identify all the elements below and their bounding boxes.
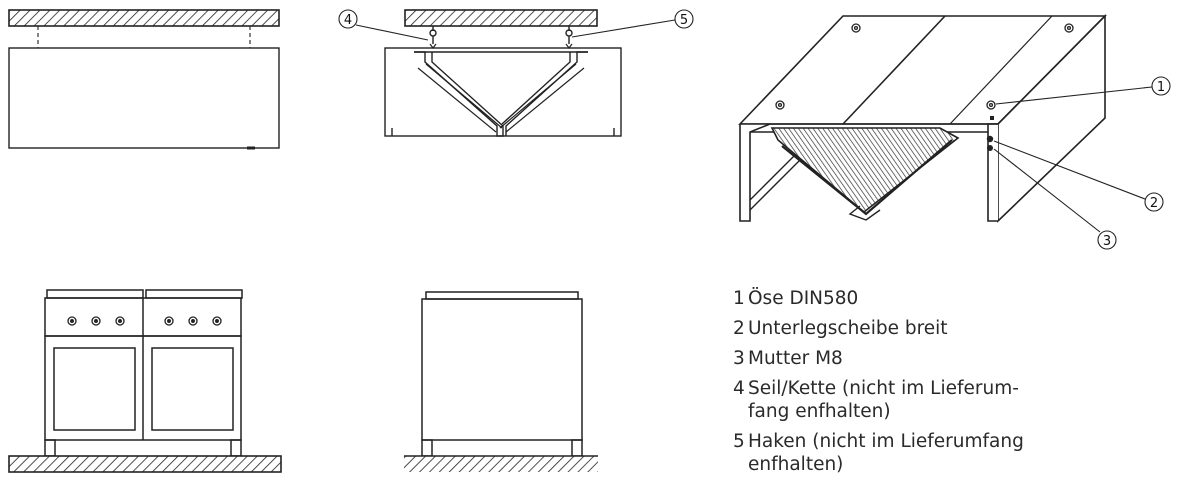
parts-legend: 1 Öse DIN580 2 Unterlegscheibe breit 3 M… xyxy=(733,287,1153,483)
hood-front-view xyxy=(8,9,280,150)
legend-line: enfhalten) xyxy=(748,454,844,475)
legend-line: Seil/Kette (nicht im Lieferum- xyxy=(748,378,1019,399)
grease-filter xyxy=(770,127,960,214)
legend-text: Seil/Kette (nicht im Lieferum-fang enfha… xyxy=(748,377,1153,423)
legend-line: Öse DIN580 xyxy=(748,288,859,309)
ceiling-hatch-2 xyxy=(404,9,598,27)
legend-number: 5 xyxy=(733,431,745,452)
callout-1-label: 1 xyxy=(1157,80,1165,95)
legend-item-2: 2 Unterlegscheibe breit xyxy=(733,317,1153,340)
callout-1 xyxy=(1151,76,1171,96)
callout-3-label: 3 xyxy=(1103,234,1111,249)
hood-side-view xyxy=(384,9,622,137)
legend-text: Öse DIN580 xyxy=(748,287,1153,310)
legend-item-3: 3 Mutter M8 xyxy=(733,347,1153,370)
callout-2-label: 2 xyxy=(1150,196,1158,211)
eye-bolt-icons xyxy=(775,23,1074,110)
ceiling-hatch-1 xyxy=(8,9,280,27)
callout-2 xyxy=(1144,192,1164,212)
legend-text: Unterlegscheibe breit xyxy=(748,317,1153,340)
range-side-view xyxy=(404,291,598,472)
callout-3 xyxy=(1097,230,1117,250)
hood-body-front xyxy=(8,47,280,149)
legend-item-1: 1 Öse DIN580 xyxy=(733,287,1153,310)
callout-5-label: 5 xyxy=(680,13,688,28)
legend-line: Haken (nicht im Lieferumfang xyxy=(748,431,1024,452)
floor-hatch-1 xyxy=(8,455,282,473)
legend-line: fang enfhalten) xyxy=(748,401,891,422)
callout-4 xyxy=(338,9,358,29)
legend-number: 2 xyxy=(733,318,745,339)
hook-right xyxy=(565,26,573,44)
range-front-view xyxy=(8,289,282,473)
legend-text: Mutter M8 xyxy=(748,347,1153,370)
legend-line: Unterlegscheibe breit xyxy=(748,318,948,339)
floor-hatch-2 xyxy=(404,456,598,472)
callout-5 xyxy=(674,9,694,29)
legend-item-4: 4 Seil/Kette (nicht im Lieferum-fang enf… xyxy=(733,377,1153,423)
hood-3d-view xyxy=(738,14,1107,223)
legend-number: 1 xyxy=(733,288,745,309)
legend-number: 4 xyxy=(733,378,745,399)
hook-left xyxy=(429,26,437,44)
callout-4-label: 4 xyxy=(344,13,352,28)
control-knobs xyxy=(67,316,222,326)
filter-v-left xyxy=(414,51,504,137)
legend-line: Mutter M8 xyxy=(748,348,843,369)
legend-number: 3 xyxy=(733,348,745,369)
